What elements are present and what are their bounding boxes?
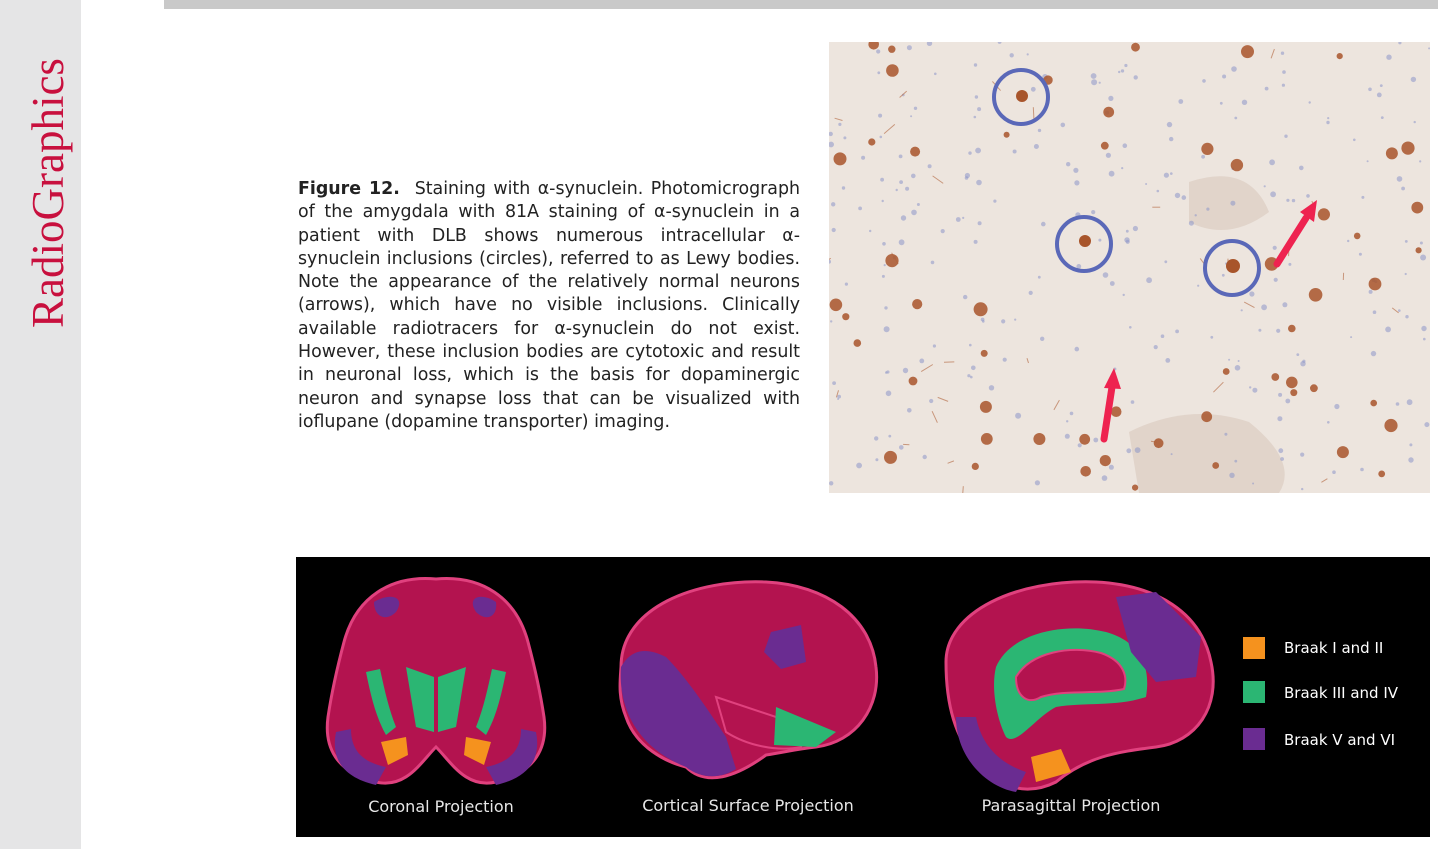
neuron-arrow: [1100, 368, 1121, 443]
legend-swatch-braak-3-4: [1243, 681, 1265, 703]
top-rule: [164, 0, 1438, 9]
parasagittal-projection-label: Parasagittal Projection: [982, 796, 1161, 815]
micrograph-image: [829, 42, 1430, 493]
cortical-surface-projection-label: Cortical Surface Projection: [642, 796, 854, 815]
legend-label-braak-1-2: Braak I and II: [1284, 639, 1383, 657]
parasagittal-projection-image: [944, 580, 1215, 792]
neuron-arrow: [1273, 200, 1317, 268]
legend: Braak I and II Braak III and IV Braak V …: [1243, 637, 1399, 750]
coronal-projection-image: [325, 577, 547, 785]
micrograph-cells: [829, 42, 1430, 493]
legend-label-braak-3-4: Braak III and IV: [1284, 684, 1399, 702]
lewy-body-circle: [1055, 215, 1113, 273]
caption-text: Staining with α-synuclein. Photomicrogra…: [298, 179, 801, 432]
journal-sidebar: RadioGraphics: [0, 0, 81, 849]
legend-swatch-braak-1-2: [1243, 637, 1265, 659]
braak-staging-figure: Coronal Projection Cortical Surface Proj…: [296, 557, 1430, 837]
figure-label: Figure 12.: [298, 179, 400, 199]
legend-label-braak-5-6: Braak V and VI: [1284, 731, 1395, 749]
journal-name: RadioGraphics: [23, 58, 73, 329]
lewy-body-circle: [1203, 239, 1261, 297]
cortical-surface-projection-image: [618, 580, 879, 780]
legend-swatch-braak-5-6: [1243, 728, 1265, 750]
figure-caption: Figure 12. Staining with α-synuclein. Ph…: [298, 178, 800, 434]
lewy-body-circle: [992, 68, 1050, 126]
coronal-projection-label: Coronal Projection: [368, 797, 514, 816]
